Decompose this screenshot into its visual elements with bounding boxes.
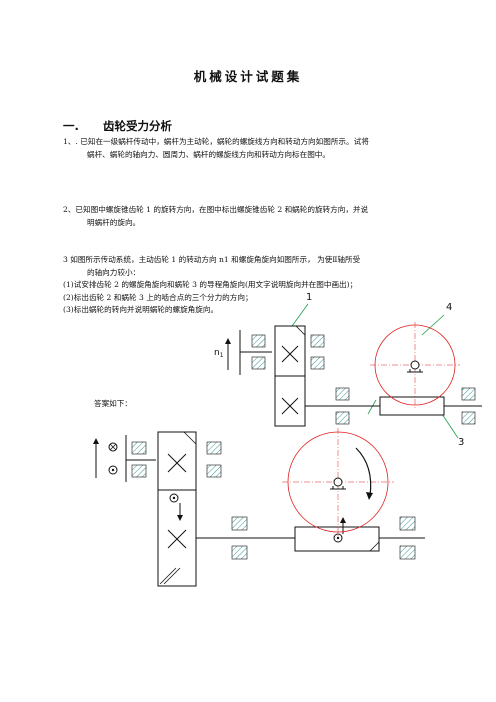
- q2-line-1: 2、已知图中螺旋锥齿轮 1 的旋转方向，在图中标出螺旋锥齿轮 2 和蜗轮的旋转方…: [63, 205, 369, 214]
- answer-gear-2: [157, 489, 197, 587]
- label-worm-3: 3: [458, 437, 464, 448]
- q3-line-2: 的轴向力较小：: [87, 267, 141, 277]
- bearing: [310, 334, 325, 348]
- gear-1: [274, 325, 306, 377]
- answer-figure: [93, 428, 425, 587]
- label-speed: n1: [214, 348, 224, 359]
- q1-line-1: 1、. 已知在一级蜗杆传动中，蜗杆为主动轮，蜗轮的螺旋线方向和转动方向如图所示。…: [63, 137, 369, 146]
- answer-label: 答案如下：: [94, 399, 132, 408]
- document-title: 机械设计试题集: [193, 69, 303, 84]
- label-gear-1: 1: [306, 292, 312, 303]
- q3-line-3: (1)试安排齿轮 2 的螺旋角旋向和蜗轮 3 的导程角旋向(用文字说明旋向并在图…: [63, 280, 358, 289]
- leader-worm-3: [441, 413, 459, 439]
- rotation-arrow: [355, 447, 372, 497]
- bearing: [251, 356, 266, 370]
- question-figure: 1 4 3 n1: [214, 292, 482, 448]
- q1-line-2: 蜗杆、蜗轮的轴向力、圆周力、蜗杆的螺旋线方向和转动方向标在图中。: [87, 149, 330, 159]
- label-wheel-4: 4: [446, 302, 452, 313]
- question-1: 1、. 已知在一级蜗杆传动中，蜗杆为主动轮，蜗轮的螺旋线方向和转动方向如图所示。…: [63, 136, 369, 161]
- q2-line-2: 明蜗杆的旋向。: [87, 217, 141, 227]
- q3-line-5: (3)标出蜗轮的转向并说明蜗轮的螺旋角旋向。: [63, 305, 219, 314]
- q3-line-4: (2)标出齿轮 2 和蜗轮 3 上的啮合点的三个分力的方向；: [63, 292, 253, 302]
- q3-line-1: 3 如图所示传动系统，主动齿轮 1 的转动方向 n1 和螺旋角旋向如图所示， 为…: [63, 255, 361, 264]
- section-number: 一.: [63, 119, 79, 133]
- question-3: 3 如图所示传动系统，主动齿轮 1 的转动方向 n1 和螺旋角旋向如图所示， 为…: [63, 254, 360, 317]
- section-title: 齿轮受力分析: [103, 119, 172, 133]
- section-heading: 一. 齿轮受力分析: [63, 118, 172, 134]
- leader-gear-1: [291, 303, 309, 327]
- bearing: [310, 356, 325, 370]
- worm-3: [379, 396, 445, 416]
- leader-wheel-4: [421, 314, 445, 336]
- gear-2: [274, 375, 306, 427]
- bearing: [251, 334, 266, 348]
- question-2: 2、已知图中螺旋锥齿轮 1 的旋转方向，在图中标出螺旋锥齿轮 2 和蜗轮的旋转方…: [63, 204, 368, 229]
- answer-gear-1: [157, 431, 197, 491]
